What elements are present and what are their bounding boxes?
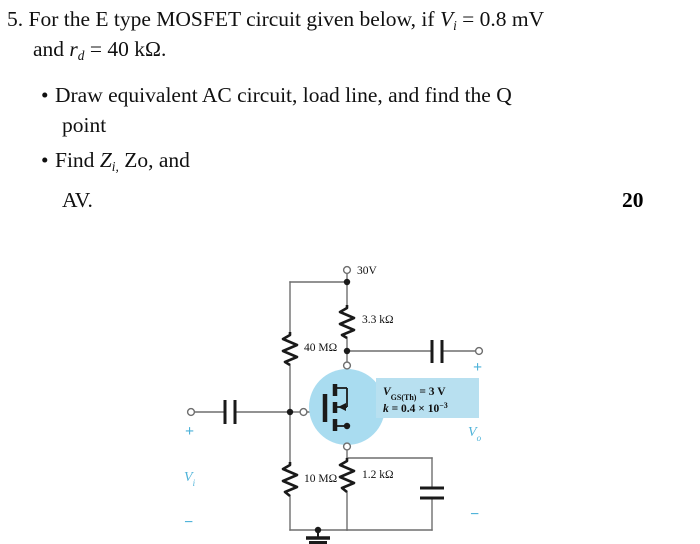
question-line-1: 5. For the E type MOSFET circuit given b… (7, 4, 544, 41)
resistor-rs-label: 1.2 kΩ (362, 469, 394, 481)
output-minus-label: − (470, 506, 479, 523)
resistor-r1: 40 MΩ (281, 332, 337, 367)
question-bullet-1-text: Draw equivalent AC circuit, load line, a… (55, 83, 512, 107)
input-plus-label: + (185, 423, 194, 440)
spec-vgsth-value: = 3 V (416, 386, 446, 398)
bullet-glyph-icon-2: • (41, 148, 49, 172)
circuit-junctions (286, 278, 351, 534)
supply-voltage-label: 30V (357, 265, 378, 277)
symbol-rd: r (69, 37, 78, 61)
question-bullet-2-text-b: Zo, and (118, 148, 190, 172)
question-line-2-text-a: and (33, 37, 70, 61)
input-coupling-capacitor (223, 400, 237, 424)
circuit-terminals (186, 265, 484, 451)
spec-k-value: = 0.4 × 10 (389, 403, 440, 415)
resistor-rs-zigzag (338, 458, 356, 494)
output-coupling-capacitor (430, 340, 444, 363)
spec-k-symbol: k (383, 403, 389, 415)
ground-symbol-icon (306, 530, 330, 544)
resistor-rd-label: 3.3 kΩ (362, 314, 394, 326)
gate-open-circle (299, 407, 308, 417)
question-marks: 20 (622, 188, 644, 212)
question-bullet-1-continuation: point (62, 113, 107, 137)
spec-vgsth-symbol: V (383, 386, 392, 398)
mosfet-source-node-dot (343, 422, 351, 430)
resistor-rd: 3.3 kΩ (338, 305, 394, 340)
junction-gate-node (286, 408, 294, 416)
drain-open-circle (342, 361, 352, 370)
question-bullet-2-text-a: Find (55, 148, 100, 172)
symbol-zi-subscript: i, (111, 158, 119, 174)
resistor-r2-zigzag (281, 462, 299, 498)
question-line-1-text-a: For the E type MOSFET circuit given belo… (28, 7, 440, 31)
output-terminal-circle (474, 346, 484, 356)
junction-drain-node (343, 347, 351, 355)
mosfet-circuit-figure: 3.3 kΩ 40 MΩ 10 MΩ 1.2 kΩ (180, 250, 500, 544)
symbol-zi: Z (99, 148, 112, 172)
spec-line-1: VGS(Th) = 3 V (383, 386, 446, 402)
input-voltage-symbol: V (184, 470, 194, 485)
symbol-rd-subscript: d (77, 47, 85, 63)
symbol-vi: V (439, 7, 454, 31)
output-voltage-symbol: V (468, 425, 478, 440)
question-number: 5. (7, 7, 24, 31)
mosfet-device (309, 369, 385, 445)
bullet-glyph-icon: • (41, 83, 49, 107)
spec-k-exponent: −3 (439, 401, 448, 410)
resistor-r1-zigzag (281, 332, 299, 367)
resistor-r1-label: 40 MΩ (304, 342, 337, 354)
output-plus-label: + (473, 359, 482, 376)
input-voltage-label: Vi (184, 470, 196, 488)
question-line-2: and rd = 40 kΩ. (33, 34, 166, 71)
question-bullet-2: •Find Zi, Zo, and (41, 145, 190, 182)
question-bullet-1: •Draw equivalent AC circuit, load line, … (41, 80, 512, 110)
output-voltage-label: Vo (468, 425, 482, 443)
resistor-r2-label: 10 MΩ (304, 473, 337, 485)
source-bypass-capacitor (420, 486, 444, 500)
spec-vgsth-subscript: GS(Th) (391, 393, 417, 402)
input-voltage-subscript: i (193, 478, 196, 488)
spec-line-2: k = 0.4 × 10−3 (383, 401, 448, 416)
resistor-rs: 1.2 kΩ (338, 458, 394, 494)
supply-terminal-circle (342, 265, 352, 275)
input-minus-label: − (184, 514, 193, 531)
question-line-2-text-b: = 40 kΩ. (84, 37, 167, 61)
device-spec-box: VGS(Th) = 3 V k = 0.4 × 10−3 (376, 378, 479, 418)
resistor-r2: 10 MΩ (281, 462, 337, 498)
question-bullet-2-continuation: AV. (62, 188, 93, 212)
spec-box-background (376, 378, 479, 418)
mosfet-body-arrow-icon (338, 403, 346, 411)
symbol-vi-subscript: i (453, 17, 457, 33)
junction-supply-node (343, 278, 351, 286)
output-voltage-subscript: o (477, 433, 482, 443)
input-terminal-circle (186, 407, 196, 417)
source-open-circle (342, 442, 352, 451)
junction-ground-node (314, 526, 322, 534)
question-line-1-text-b: = 0.8 mV (456, 7, 545, 31)
resistor-rd-zigzag (338, 305, 356, 340)
